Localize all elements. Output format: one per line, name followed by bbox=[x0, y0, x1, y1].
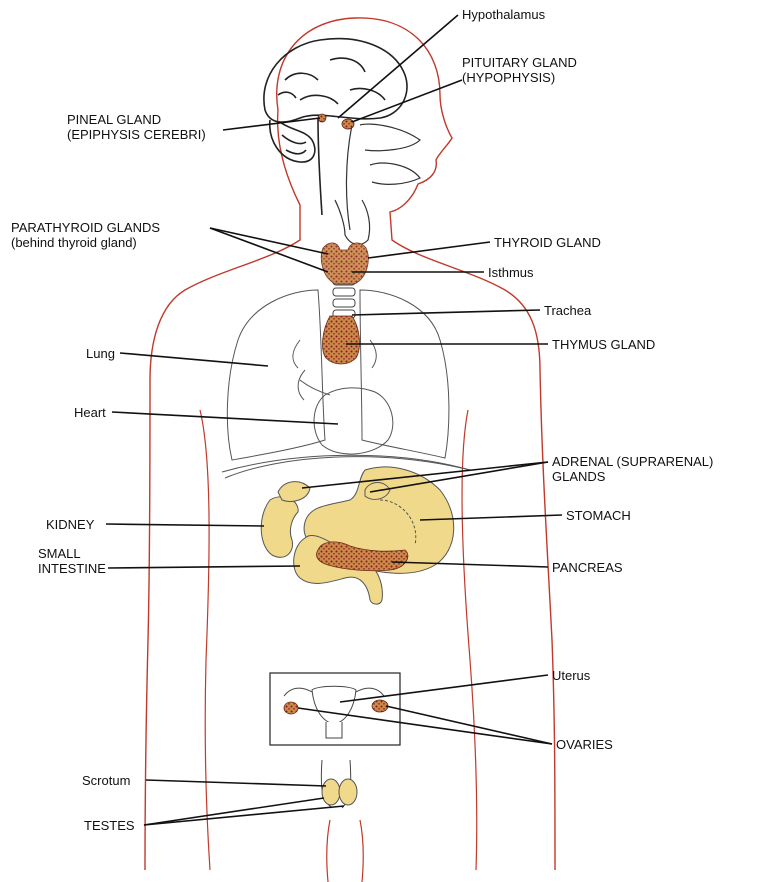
leader-ovaries-b bbox=[386, 706, 552, 744]
thyroid-gland bbox=[321, 243, 368, 284]
leader-small-intestine bbox=[108, 566, 300, 568]
body-outline-left bbox=[145, 110, 300, 870]
label-thymus-gland: THYMUS GLAND bbox=[552, 337, 655, 352]
left-leg-line bbox=[327, 820, 330, 882]
label-pancreas: PANCREAS bbox=[552, 560, 623, 575]
leader-trachea bbox=[352, 310, 540, 315]
label-isthmus: Isthmus bbox=[488, 265, 534, 280]
label-uterus: Uterus bbox=[552, 668, 590, 683]
kidney bbox=[261, 497, 298, 558]
label-thyroid-gland: THYROID GLAND bbox=[494, 235, 601, 250]
label-lung: Lung bbox=[86, 346, 115, 361]
label-scrotum: Scrotum bbox=[82, 773, 130, 788]
right-leg-line bbox=[360, 820, 363, 882]
leader-testes-b bbox=[144, 806, 344, 825]
testis-left bbox=[322, 779, 340, 805]
leader-kidney bbox=[106, 524, 264, 526]
left-arm-line bbox=[200, 410, 210, 870]
hip-line bbox=[222, 455, 470, 472]
testis-right bbox=[339, 779, 357, 805]
adrenal-gland-left bbox=[278, 482, 310, 502]
thymus-gland bbox=[323, 316, 360, 364]
leader-scrotum bbox=[146, 780, 326, 786]
label-heart: Heart bbox=[74, 405, 106, 420]
brain bbox=[264, 39, 407, 215]
ovary-left bbox=[284, 702, 298, 714]
airway bbox=[335, 124, 420, 245]
label-stomach: STOMACH bbox=[566, 508, 631, 523]
label-parathyroid-glands: PARATHYROID GLANDS (behind thyroid gland… bbox=[11, 220, 160, 250]
ovary-right bbox=[372, 700, 388, 712]
pituitary-gland bbox=[342, 119, 354, 129]
label-pineal-gland: PINEAL GLAND (EPIPHYSIS CEREBRI) bbox=[67, 112, 206, 142]
label-testes: TESTES bbox=[84, 818, 135, 833]
label-small-intestine: SMALL INTESTINE bbox=[38, 546, 106, 576]
label-kidney: KIDNEY bbox=[46, 517, 94, 532]
leader-testes-a bbox=[144, 798, 324, 825]
leader-thyroid bbox=[368, 242, 490, 258]
label-pituitary-gland: PITUITARY GLAND (HYPOPHYSIS) bbox=[462, 55, 577, 85]
right-arm-line bbox=[462, 410, 477, 870]
label-ovaries: OVARIES bbox=[556, 737, 613, 752]
leader-lung bbox=[120, 353, 268, 366]
label-hypothalamus: Hypothalamus bbox=[462, 7, 545, 22]
label-adrenal-glands: ADRENAL (SUPRARENAL) GLANDS bbox=[552, 454, 713, 484]
label-trachea: Trachea bbox=[544, 303, 591, 318]
leader-heart bbox=[112, 412, 338, 424]
